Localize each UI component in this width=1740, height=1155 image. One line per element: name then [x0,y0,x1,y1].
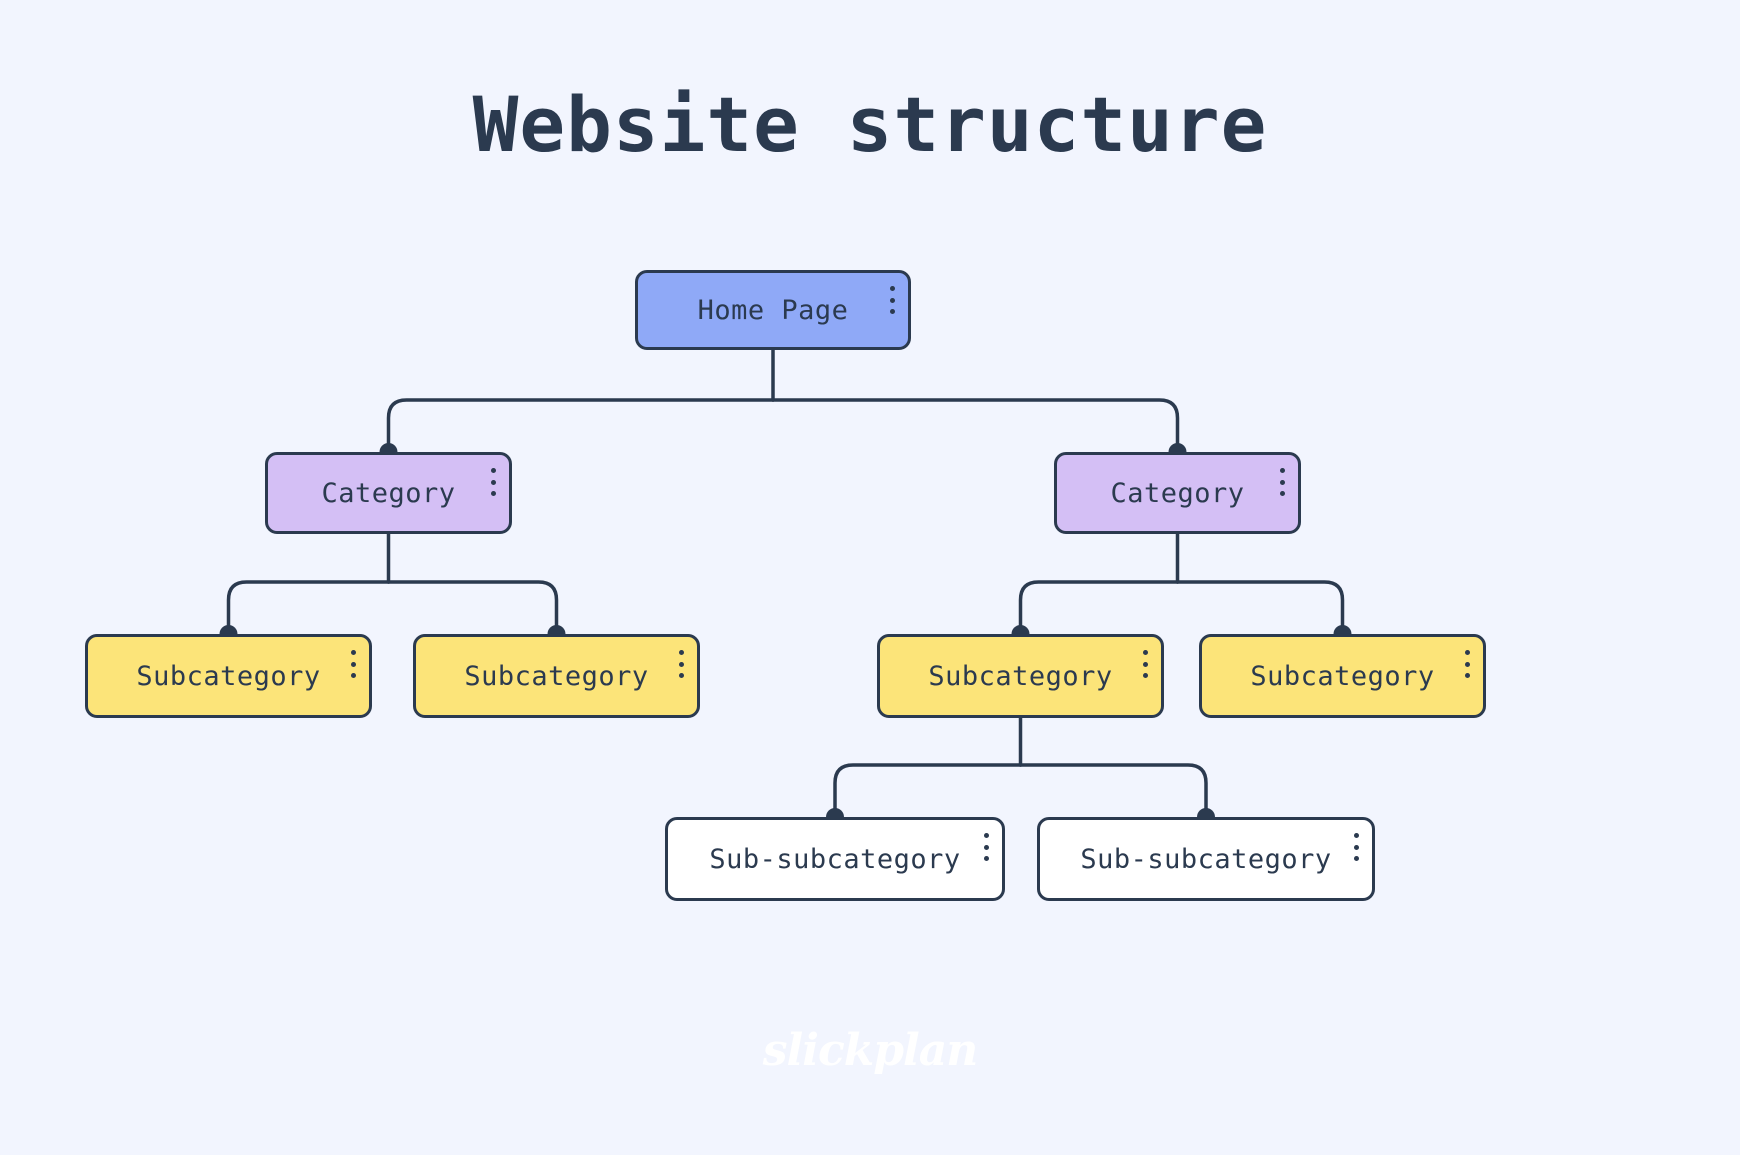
kebab-menu-icon[interactable] [678,650,684,678]
kebab-dot [679,662,684,667]
connector-line [389,400,774,452]
sitemap-node-sub4[interactable]: Subcategory [1199,634,1486,718]
kebab-dot [351,673,356,678]
kebab-menu-icon[interactable] [350,650,356,678]
kebab-dot [1143,662,1148,667]
node-label: Home Page [698,295,849,326]
kebab-dot [1465,662,1470,667]
sitemap-node-sub1[interactable]: Subcategory [85,634,372,718]
kebab-dot [890,298,895,303]
sitemap-node-ssub1[interactable]: Sub-subcategory [665,817,1005,901]
kebab-dot [1465,673,1470,678]
kebab-dot [491,468,496,473]
kebab-dot [351,650,356,655]
node-label: Subcategory [1250,661,1434,692]
connector-line [773,400,1178,452]
sitemap-node-cat2[interactable]: Category [1054,452,1301,534]
kebab-dot [984,845,989,850]
connector-line [1021,765,1207,817]
kebab-menu-icon[interactable] [889,286,895,314]
kebab-menu-icon[interactable] [1279,468,1285,496]
kebab-dot [1354,856,1359,861]
node-label: Sub-subcategory [1080,844,1331,875]
page-title: Website structure [0,80,1740,169]
node-label: Sub-subcategory [709,844,960,875]
node-label: Subcategory [464,661,648,692]
sitemap-node-sub2[interactable]: Subcategory [413,634,700,718]
sitemap-node-ssub2[interactable]: Sub-subcategory [1037,817,1375,901]
node-label: Subcategory [136,661,320,692]
connector-line [1021,582,1178,634]
sitemap-node-sub3[interactable]: Subcategory [877,634,1164,718]
kebab-menu-icon[interactable] [1353,833,1359,861]
node-label: Subcategory [928,661,1112,692]
kebab-dot [1280,468,1285,473]
kebab-dot [984,856,989,861]
connector-line [229,582,389,634]
connector-line [835,765,1021,817]
kebab-dot [890,309,895,314]
kebab-menu-icon[interactable] [983,833,989,861]
node-label: Category [1110,478,1244,509]
kebab-dot [1354,845,1359,850]
kebab-dot [1465,650,1470,655]
sitemap-node-cat1[interactable]: Category [265,452,512,534]
kebab-dot [1143,650,1148,655]
kebab-dot [679,673,684,678]
kebab-dot [351,662,356,667]
kebab-dot [491,491,496,496]
connector-line [389,582,557,634]
connector-line [1178,582,1343,634]
kebab-menu-icon[interactable] [1464,650,1470,678]
sitemap-node-home[interactable]: Home Page [635,270,911,350]
kebab-dot [984,833,989,838]
node-label: Category [321,478,455,509]
kebab-dot [491,480,496,485]
kebab-dot [679,650,684,655]
kebab-dot [1143,673,1148,678]
kebab-menu-icon[interactable] [1142,650,1148,678]
kebab-dot [1280,480,1285,485]
kebab-dot [1354,833,1359,838]
kebab-menu-icon[interactable] [490,468,496,496]
kebab-dot [890,286,895,291]
slickplan-watermark: slickplan [0,1025,1740,1076]
kebab-dot [1280,491,1285,496]
